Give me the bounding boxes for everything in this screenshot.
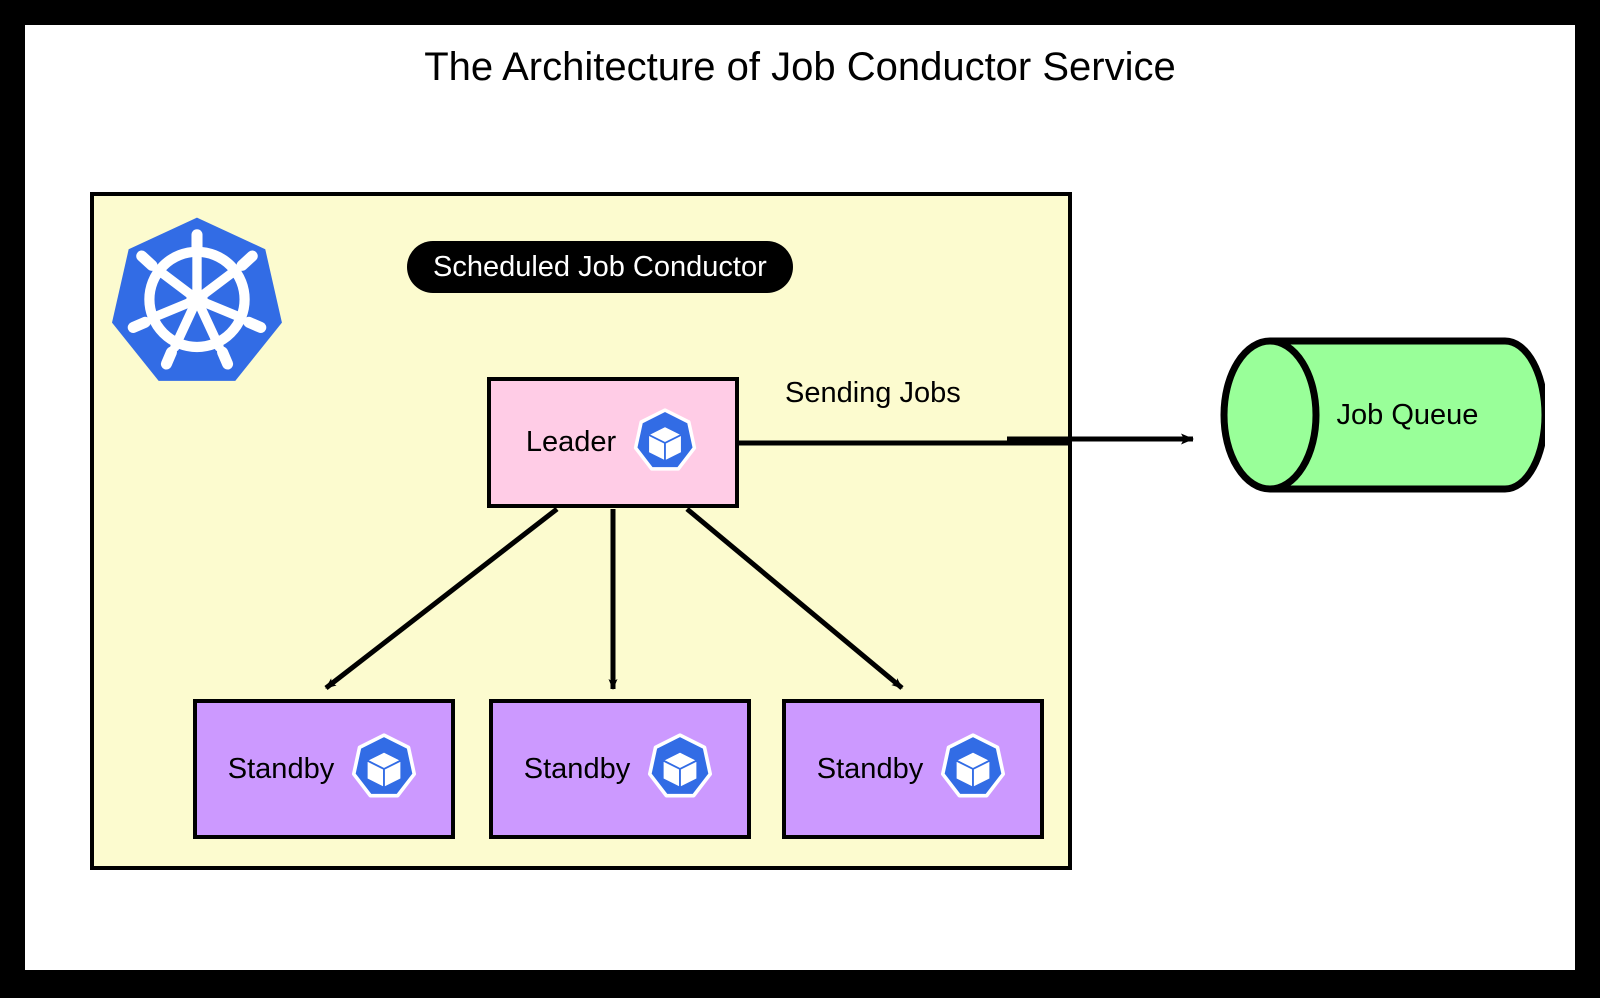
- kubernetes-pod-icon: [352, 733, 417, 798]
- standby-node-3[interactable]: Standby: [782, 699, 1044, 839]
- edge-leader-to-standby-3: [685, 507, 904, 690]
- leader-node[interactable]: Leader: [487, 377, 739, 508]
- standby-node-3-label: Standby: [816, 752, 924, 785]
- kubernetes-logo: [112, 217, 282, 381]
- kubernetes-pod-icon: [648, 733, 713, 798]
- leader-node-label: Leader: [525, 426, 617, 458]
- standby-node-1[interactable]: Standby: [193, 699, 455, 839]
- edge-leader-to-standby-1: [324, 507, 559, 690]
- standby-node-2[interactable]: Standby: [489, 699, 751, 839]
- diagram-canvas: The Architecture of Job Conductor Servic…: [25, 25, 1575, 970]
- cluster-container: Scheduled Job Conductor Leader: [90, 192, 1072, 870]
- job-queue-cylinder[interactable]: [1195, 335, 1545, 495]
- job-queue-label: Job Queue: [1336, 398, 1479, 431]
- kubernetes-pod-icon: [634, 407, 697, 471]
- sending-jobs-label: Sending Jobs: [785, 377, 961, 409]
- standby-node-2-label: Standby: [523, 752, 631, 785]
- cluster-label-badge: Scheduled Job Conductor: [407, 241, 793, 293]
- standby-node-1-label: Standby: [227, 752, 335, 785]
- kubernetes-pod-icon: [941, 733, 1006, 798]
- page-title: The Architecture of Job Conductor Servic…: [424, 45, 1176, 89]
